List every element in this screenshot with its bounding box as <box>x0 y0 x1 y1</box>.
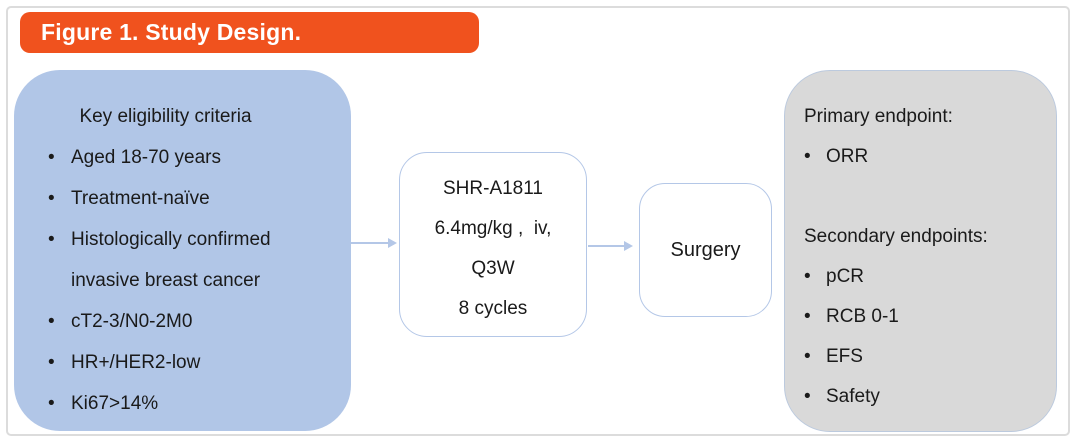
bullet-label: ORR <box>826 146 869 167</box>
eligibility-heading: Key eligibility criteria <box>79 106 252 127</box>
endpoints-box: Primary endpoint: • ORR Secondary endpoin… <box>784 70 1057 432</box>
bullet-label: Safety <box>826 386 880 407</box>
bullet-item: • cT2-3/N0-2M0 <box>48 301 339 342</box>
treatment-line: 6.4mg/kg , iv, <box>434 218 552 239</box>
bullet-label: cT2-3/N0-2M0 <box>71 311 193 332</box>
arrow-line <box>351 242 388 244</box>
arrow-treatment-to-surgery <box>588 240 633 252</box>
bullet-label: Aged 18-70 years <box>71 147 221 168</box>
secondary-endpoints-heading: Secondary endpoints: <box>804 226 988 247</box>
surgery-box: Surgery <box>639 183 772 317</box>
eligibility-box: Key eligibility criteria • Aged 18-70 yea… <box>14 70 351 431</box>
figure-title-banner: Figure 1. Study Design. <box>20 12 479 53</box>
bullet-item: • Ki67>14% <box>48 383 339 424</box>
bullet-icon: • <box>48 147 55 168</box>
treatment-line: 8 cycles <box>458 298 528 319</box>
endpoints-spacer <box>804 177 1046 217</box>
surgery-label: Surgery <box>670 238 741 261</box>
bullet-item: • Treatment-naïve <box>48 178 339 219</box>
bullet-label: RCB 0-1 <box>826 306 899 327</box>
arrow-eligibility-to-treatment <box>351 237 397 249</box>
arrow-line <box>588 245 624 247</box>
bullet-icon: • <box>804 146 811 167</box>
primary-endpoint-heading: Primary endpoint: <box>804 106 953 127</box>
bullet-item: • HR+/HER2-low <box>48 342 339 383</box>
bullet-label: HR+/HER2-low <box>71 352 201 373</box>
bullet-icon: • <box>48 393 55 414</box>
bullet-icon: • <box>804 266 811 287</box>
secondary-endpoints-list: • pCR • RCB 0-1 • EFS • Safety <box>804 257 1046 417</box>
bullet-icon: • <box>48 229 55 250</box>
bullet-label: Treatment-naïve <box>71 188 210 209</box>
figure-title: Figure 1. Study Design. <box>41 19 302 45</box>
bullet-label: EFS <box>826 346 863 367</box>
bullet-icon: • <box>804 306 811 327</box>
bullet-icon: • <box>804 386 811 407</box>
bullet-item: • EFS <box>804 337 1046 377</box>
bullet-icon: • <box>48 352 55 373</box>
bullet-label: pCR <box>826 266 865 287</box>
bullet-item: • ORR <box>804 137 1046 177</box>
primary-endpoint-list: • ORR <box>804 137 1046 177</box>
bullet-icon: • <box>48 188 55 209</box>
bullet-label: Histologically confirmed invasive breast… <box>71 229 271 291</box>
bullet-icon: • <box>804 346 811 367</box>
treatment-lines: SHR-A1811 6.4mg/kg , iv, Q3W 8 cycles <box>435 169 552 329</box>
bullet-item: • Aged 18-70 years <box>48 137 339 178</box>
bullet-item: • Safety <box>804 377 1046 417</box>
eligibility-list: • Aged 18-70 years • Treatment-naïve • Histol… <box>14 137 351 424</box>
arrow-head-icon <box>388 238 397 248</box>
bullet-item: • Histologically confirmed invasive breas… <box>48 219 339 301</box>
treatment-line: Q3W <box>471 258 515 279</box>
arrow-head-icon <box>624 241 633 251</box>
bullet-icon: • <box>48 311 55 332</box>
bullet-item: • RCB 0-1 <box>804 297 1046 337</box>
treatment-box: SHR-A1811 6.4mg/kg , iv, Q3W 8 cycles <box>399 152 587 337</box>
bullet-label: Ki67>14% <box>71 393 159 414</box>
treatment-line: SHR-A1811 <box>443 178 543 199</box>
bullet-item: • pCR <box>804 257 1046 297</box>
